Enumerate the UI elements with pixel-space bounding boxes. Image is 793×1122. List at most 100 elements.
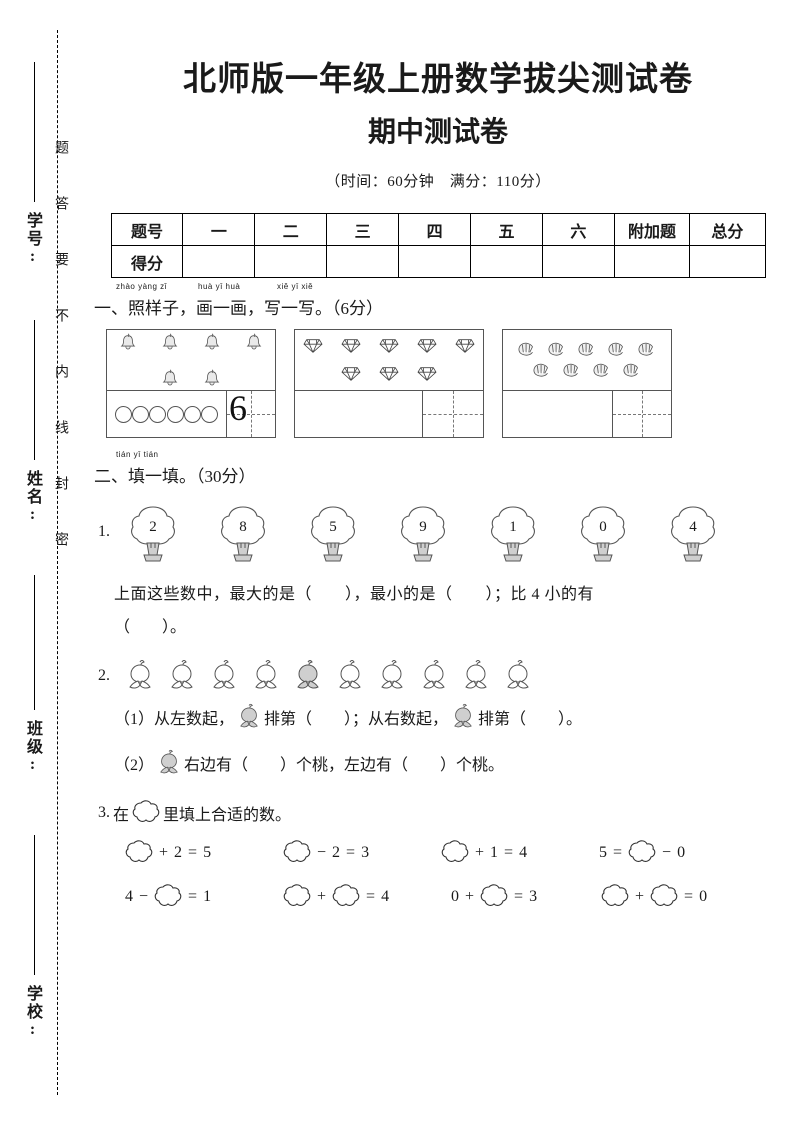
peach-icon bbox=[423, 660, 445, 689]
equation-op: − bbox=[139, 888, 149, 905]
circle-group-3[interactable] bbox=[503, 391, 612, 437]
bell-icon bbox=[120, 333, 136, 350]
peach-icon bbox=[339, 660, 361, 689]
equation-equals: = bbox=[684, 888, 694, 905]
section-1-number: 一、 bbox=[94, 299, 128, 318]
question-2-sub2-text-a: （2） bbox=[114, 757, 155, 774]
writing-grid-3[interactable] bbox=[612, 391, 671, 437]
equation-result: 0 bbox=[677, 844, 686, 861]
answer-area-3[interactable] bbox=[503, 391, 671, 437]
score-value-1[interactable] bbox=[182, 245, 256, 278]
diamond-group bbox=[295, 330, 483, 391]
score-value-2[interactable] bbox=[254, 245, 328, 278]
writing-grid-2[interactable] bbox=[422, 391, 483, 437]
question-2-sub1-text-b: 排第（ ）；从右数起， bbox=[264, 711, 449, 728]
label-school: 学校: bbox=[24, 985, 41, 1040]
cloud-blank-icon[interactable] bbox=[280, 883, 314, 911]
cloud-blank-icon[interactable] bbox=[625, 839, 659, 867]
cloud-blank-icon[interactable] bbox=[329, 883, 363, 911]
score-value-bonus[interactable] bbox=[613, 245, 691, 278]
score-value-3[interactable] bbox=[326, 245, 400, 278]
cloud-blank-icon[interactable] bbox=[129, 799, 163, 827]
tree-item: 9 bbox=[390, 501, 456, 571]
shell-icon bbox=[593, 363, 608, 377]
circle-icon bbox=[200, 405, 218, 423]
equation-op: + bbox=[317, 888, 327, 905]
answer-area-2[interactable] bbox=[295, 391, 483, 437]
cloud-blank-icon[interactable] bbox=[280, 839, 314, 867]
score-col-3: 三 bbox=[326, 213, 400, 246]
peach-icon bbox=[213, 660, 235, 689]
figure-box-3[interactable] bbox=[502, 329, 672, 438]
section-1-heading: zhào yàng zǐ huà yī huà xiě yī xiě 一、照样子… bbox=[94, 282, 788, 319]
equation-item[interactable]: − 2 = 3 bbox=[280, 839, 438, 867]
equation-op: + bbox=[465, 888, 475, 905]
equation-equals: = bbox=[188, 888, 198, 905]
tree-number: 4 bbox=[689, 519, 697, 535]
label-student-id: 学号: bbox=[24, 212, 41, 267]
score-col-2: 二 bbox=[254, 213, 328, 246]
equation-equals: = bbox=[613, 844, 623, 861]
equation-item[interactable]: + 1 = 4 bbox=[438, 839, 596, 867]
equation-equals: = bbox=[514, 888, 524, 905]
score-row-label-1: 题号 bbox=[110, 213, 184, 246]
cloud-blank-icon[interactable] bbox=[438, 839, 472, 867]
equation-item[interactable]: + = 4 bbox=[280, 883, 448, 911]
tree-item: 5 bbox=[300, 501, 366, 571]
shell-icon bbox=[638, 342, 653, 356]
pinyin-tianyitian: tián yī tián bbox=[116, 450, 159, 459]
shell-icon bbox=[578, 342, 593, 356]
equation-item[interactable]: + = 0 bbox=[598, 883, 710, 911]
question-2-sub2-text-b: 右边有（ ）个桃，左边有（ ）个桃。 bbox=[184, 757, 505, 774]
writing-grid-1[interactable]: 6 bbox=[226, 388, 275, 437]
cloud-blank-icon[interactable] bbox=[598, 883, 632, 911]
tree-icon bbox=[311, 506, 355, 562]
pinyin-huayihua: huà yī huà bbox=[198, 282, 241, 291]
equation-item[interactable]: 0 + = 3 bbox=[448, 883, 598, 911]
cloud-blank-icon[interactable] bbox=[647, 883, 681, 911]
cloud-blank-icon[interactable] bbox=[122, 839, 156, 867]
diamond-icon bbox=[379, 339, 399, 353]
equation-equals: = bbox=[366, 888, 376, 905]
diamond-icon bbox=[341, 367, 361, 381]
peach-icon bbox=[171, 660, 193, 689]
score-value-5[interactable] bbox=[470, 245, 543, 278]
equation-result: 3 bbox=[361, 844, 370, 861]
equation-operand: 5 bbox=[599, 844, 607, 861]
circle-icon bbox=[183, 405, 201, 423]
pinyin-xieyixie: xiě yī xiě bbox=[277, 282, 314, 291]
peach-icon bbox=[381, 660, 403, 689]
circle-group-2[interactable] bbox=[295, 391, 422, 437]
circle-icon bbox=[132, 405, 150, 423]
equation-result: 0 bbox=[699, 888, 708, 905]
figure-box-1[interactable]: 6 bbox=[106, 329, 276, 438]
shell-icon bbox=[623, 363, 638, 377]
table-row-score: 得分 bbox=[110, 245, 766, 278]
score-value-total[interactable] bbox=[689, 245, 766, 278]
seal-dashed-line bbox=[57, 30, 58, 1095]
score-value-6[interactable] bbox=[541, 245, 615, 278]
shell-group bbox=[503, 330, 671, 391]
tree-row: 2 8 5 9 1 bbox=[120, 501, 726, 571]
tree-icon bbox=[131, 506, 175, 562]
bell-icon bbox=[162, 369, 178, 386]
grid-hline bbox=[227, 414, 275, 415]
peach-icon bbox=[507, 660, 529, 689]
equation-item[interactable]: 5 = − 0 bbox=[596, 839, 688, 867]
answer-area-1[interactable]: 6 bbox=[107, 388, 275, 437]
score-value-4[interactable] bbox=[398, 245, 472, 278]
diamond-icon bbox=[303, 339, 323, 353]
label-class: 班级: bbox=[24, 720, 41, 775]
equation-op: − bbox=[317, 844, 327, 861]
equation-item[interactable]: + 2 = 5 bbox=[122, 839, 280, 867]
equation-item[interactable]: 4 − = 1 bbox=[122, 883, 280, 911]
question-3-index: 3. bbox=[98, 804, 110, 821]
score-col-bonus: 附加题 bbox=[613, 213, 691, 246]
cloud-blank-icon[interactable] bbox=[151, 883, 185, 911]
bell-group bbox=[107, 330, 275, 391]
equation-equals: = bbox=[188, 844, 198, 861]
cloud-blank-icon[interactable] bbox=[477, 883, 511, 911]
grid-hline bbox=[613, 414, 671, 415]
figure-box-2[interactable] bbox=[294, 329, 484, 438]
